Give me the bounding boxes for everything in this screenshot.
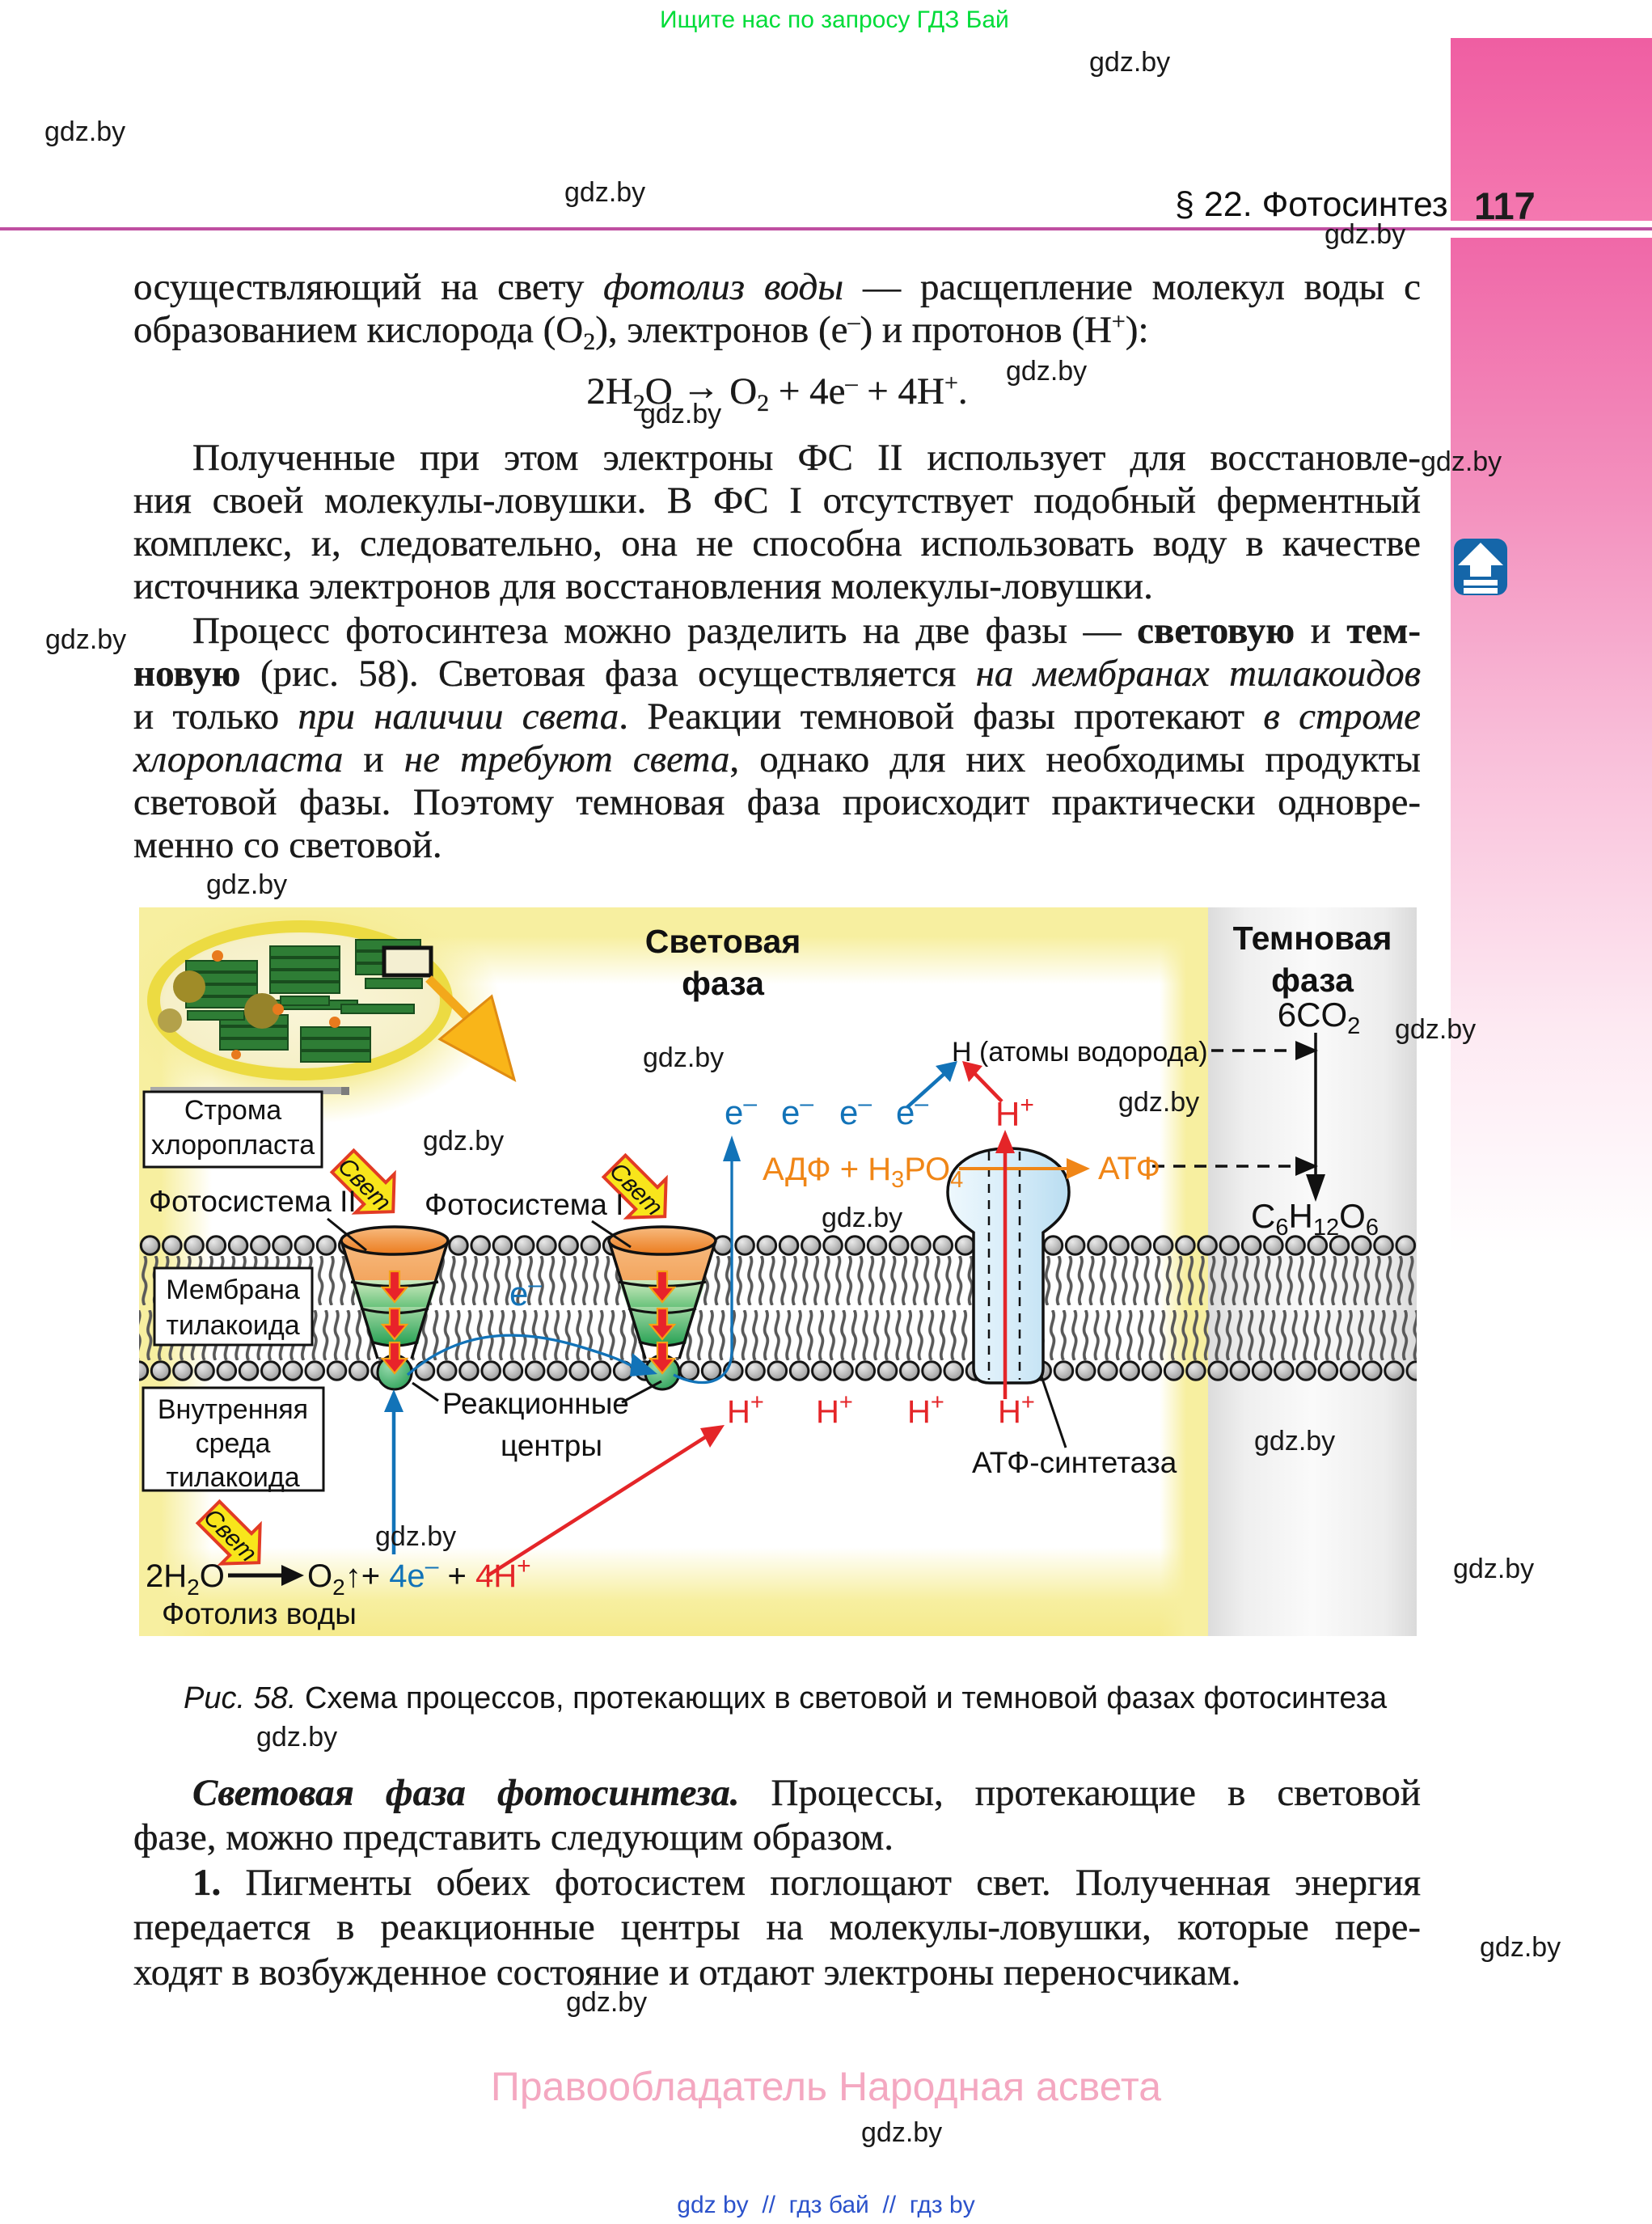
svg-text:тилакоида: тилакоида: [166, 1462, 299, 1493]
svg-text:Фотосистема II: Фотосистема II: [149, 1185, 357, 1218]
svg-text:Фотосистема I: Фотосистема I: [425, 1188, 623, 1221]
svg-text:Н (атомы водорода): Н (атомы водорода): [952, 1037, 1208, 1068]
svg-text:О2↑+ 4е– + 4Н+: О2↑+ 4е– + 4Н+: [307, 1553, 531, 1600]
svg-text:АТФ-синтетаза: АТФ-синтетаза: [972, 1446, 1177, 1479]
svg-text:2Н2О: 2Н2О: [146, 1558, 225, 1600]
svg-text:фаза: фаза: [682, 965, 765, 1002]
svg-text:тилакоида: тилакоида: [166, 1310, 299, 1341]
svg-text:Фотолиз воды: Фотолиз воды: [162, 1597, 357, 1630]
svg-text:Строма: Строма: [184, 1095, 281, 1126]
svg-text:Мембрана: Мембрана: [166, 1275, 300, 1305]
svg-text:хлоропласта: хлоропласта: [151, 1130, 315, 1161]
svg-text:Темновая: Темновая: [1233, 920, 1392, 957]
svg-text:6CO2: 6CO2: [1278, 996, 1361, 1039]
svg-text:фаза: фаза: [1271, 962, 1354, 999]
svg-text:Световая: Световая: [645, 923, 801, 960]
svg-text:среда: среда: [196, 1428, 271, 1459]
svg-text:Внутренняя: Внутренняя: [158, 1394, 308, 1425]
svg-text:АТФ: АТФ: [1098, 1151, 1160, 1186]
svg-text:Реакционные: Реакционные: [442, 1387, 629, 1420]
svg-text:АДФ + Н3РО4: АДФ + Н3РО4: [763, 1152, 963, 1193]
svg-text:центры: центры: [501, 1429, 602, 1462]
